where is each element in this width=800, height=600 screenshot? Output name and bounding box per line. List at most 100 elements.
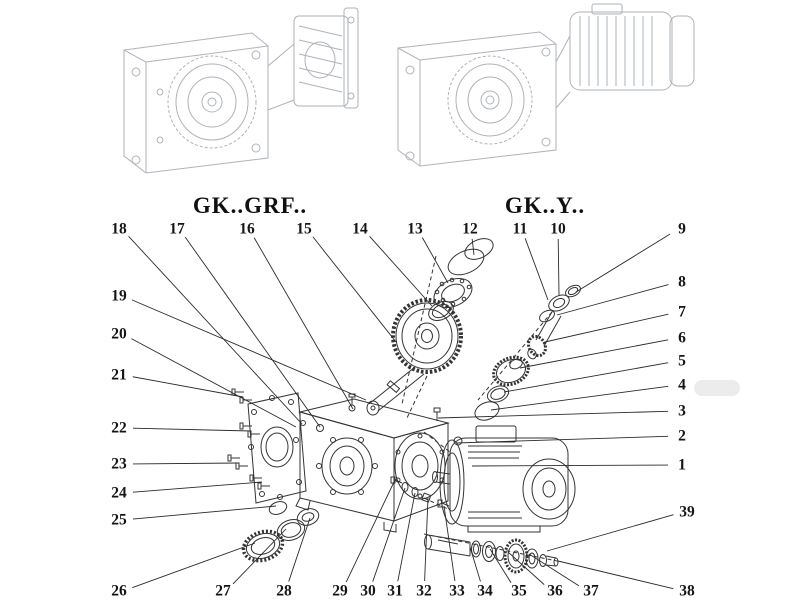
leader-line-33 xyxy=(443,505,456,582)
callout-7: 7 xyxy=(678,304,686,321)
vent-plug xyxy=(348,393,356,412)
callout-21: 21 xyxy=(111,367,127,384)
output-shaft-assembly xyxy=(424,534,559,574)
watermark xyxy=(694,380,740,396)
leader-line-21 xyxy=(132,376,244,398)
leader-line-6 xyxy=(519,339,669,369)
leader-line-5 xyxy=(503,362,669,393)
callout-10: 10 xyxy=(550,221,566,238)
callout-12: 12 xyxy=(462,221,478,238)
output-bearing-ring-stack xyxy=(241,501,320,563)
leader-line-38 xyxy=(557,560,674,590)
leader-line-18 xyxy=(128,235,303,425)
callout-33: 33 xyxy=(449,583,465,600)
callout-35: 35 xyxy=(511,583,527,600)
leader-line-16 xyxy=(253,237,354,410)
leader-line-22 xyxy=(132,427,252,432)
callout-27: 27 xyxy=(215,583,231,600)
gearmotor-drawing-y xyxy=(397,3,695,167)
leader-line-39 xyxy=(546,514,674,552)
callout-8: 8 xyxy=(678,274,686,291)
leader-line-12 xyxy=(471,238,475,256)
terminal-box xyxy=(475,425,517,443)
callout-34: 34 xyxy=(477,583,493,600)
callout-11: 11 xyxy=(513,221,528,238)
motor-foot xyxy=(467,525,541,533)
leader-line-20 xyxy=(131,338,297,428)
leader-line-19 xyxy=(131,299,367,401)
leader-line-17 xyxy=(184,236,321,428)
input-pinion-shaft xyxy=(527,284,581,360)
gear-housing xyxy=(295,393,450,533)
callout-30: 30 xyxy=(360,583,376,600)
leader-line-34 xyxy=(469,546,481,582)
callout-28: 28 xyxy=(276,583,292,600)
breather-plug xyxy=(433,407,441,421)
leader-line-23 xyxy=(132,462,240,465)
callout-36: 36 xyxy=(547,583,563,600)
callout-17: 17 xyxy=(169,221,185,238)
callout-3: 3 xyxy=(678,403,686,420)
callout-19: 19 xyxy=(111,288,127,305)
lifting-eye xyxy=(453,436,463,446)
callout-29: 29 xyxy=(332,583,348,600)
intermediate-gear-washers xyxy=(474,355,530,421)
callout-2: 2 xyxy=(678,428,686,445)
callout-37: 37 xyxy=(583,583,599,600)
variant-title-left: GK..GRF.. xyxy=(193,193,307,218)
callout-39: 39 xyxy=(679,504,695,521)
leader-line-3 xyxy=(437,410,669,419)
leader-line-2 xyxy=(455,435,669,444)
leader-line-1 xyxy=(471,464,669,467)
leader-line-29 xyxy=(345,481,395,583)
leader-line-7 xyxy=(544,313,669,343)
electric-motor xyxy=(432,425,576,533)
callout-24: 24 xyxy=(111,485,127,502)
callout-23: 23 xyxy=(111,456,127,473)
leader-line-37 xyxy=(528,553,580,587)
shaft-key xyxy=(386,380,401,394)
snap-ring xyxy=(268,501,288,515)
exploded-view xyxy=(227,238,581,574)
callout-38: 38 xyxy=(679,583,695,600)
callout-31: 31 xyxy=(387,583,403,600)
callout-9: 9 xyxy=(678,221,686,238)
motor-mounting-hardware xyxy=(390,476,450,508)
callout-5: 5 xyxy=(678,353,686,370)
callout-15: 15 xyxy=(296,221,312,238)
callout-1: 1 xyxy=(678,457,686,474)
leader-line-25 xyxy=(132,505,277,520)
leader-line-30 xyxy=(372,487,406,582)
leader-line-28 xyxy=(288,517,311,582)
housing-plug xyxy=(316,424,324,432)
callout-32: 32 xyxy=(416,583,432,600)
leader-line-36 xyxy=(507,551,545,585)
callout-16: 16 xyxy=(239,221,255,238)
leader-line-8 xyxy=(556,284,669,316)
callout-14: 14 xyxy=(352,221,368,238)
leader-line-10 xyxy=(557,238,560,296)
callout-13: 13 xyxy=(407,221,423,238)
output-gear-shaft xyxy=(366,298,463,416)
callout-20: 20 xyxy=(111,326,127,343)
leader-line-31 xyxy=(397,492,416,582)
leader-line-13 xyxy=(421,237,449,284)
callout-6: 6 xyxy=(678,330,686,347)
motor-shaft-stub xyxy=(432,471,438,483)
variant-title-right: GK..Y.. xyxy=(505,193,585,218)
output-flange-plate xyxy=(247,392,307,504)
leader-line-11 xyxy=(524,238,549,301)
leader-line-32 xyxy=(424,497,429,582)
callout-4: 4 xyxy=(678,377,686,394)
leader-line-4 xyxy=(490,385,669,411)
leader-line-26 xyxy=(132,542,256,589)
leader-line-24 xyxy=(132,481,263,493)
callout-25: 25 xyxy=(111,512,127,529)
callout-26: 26 xyxy=(111,583,127,600)
flange-bolts xyxy=(227,388,270,490)
leader-line-14 xyxy=(369,236,433,307)
leader-line-35 xyxy=(489,548,512,584)
